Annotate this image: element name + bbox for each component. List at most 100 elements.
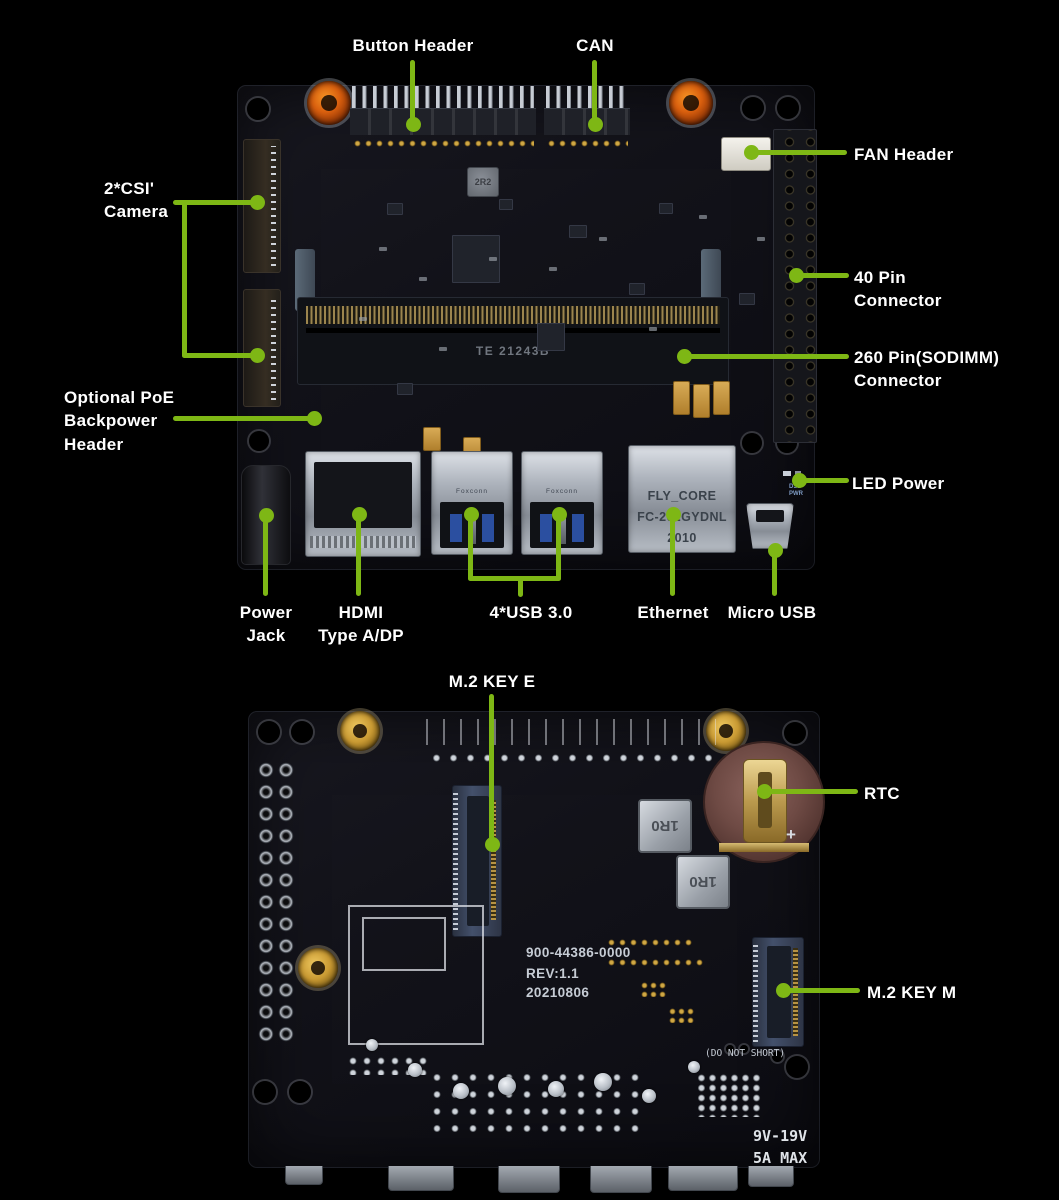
leader-dot-micro-usb: [768, 543, 783, 558]
ic-chip: [659, 203, 673, 214]
power-led: [783, 471, 791, 476]
leader-dot-fan-header: [744, 145, 759, 160]
leader-dot-led-power: [792, 473, 807, 488]
resistor: [439, 347, 447, 351]
ethernet-module-marking-2: FC-202GYDNL: [637, 510, 727, 524]
resistor: [649, 327, 657, 331]
resistor: [699, 215, 707, 219]
warning-marking: (DO NOT SHORT): [705, 1048, 786, 1059]
leader-ethernet: [670, 515, 675, 596]
capacitor: [713, 381, 730, 415]
port-backside: [388, 1166, 454, 1191]
label-led-power: LED Power: [852, 474, 945, 493]
leader-csi-1: [173, 200, 258, 205]
leader-power-jack: [263, 516, 268, 596]
leader-dot-csi-1: [250, 195, 265, 210]
battery-polarity-marking: +: [786, 825, 796, 844]
mount-hole: [777, 97, 799, 119]
power-inductor: 1R0: [638, 799, 692, 853]
solder-blob: [498, 1077, 516, 1095]
label-can: CAN: [576, 36, 614, 55]
silkscreen-outline-box: [348, 905, 484, 1045]
m2-gold-contacts: [491, 800, 496, 920]
hdmi-connector: [305, 451, 421, 557]
solder-blob: [642, 1089, 656, 1103]
leader-dot-hdmi: [352, 507, 367, 522]
rtc-clip-slot: [758, 772, 772, 828]
leader-csi-2: [182, 353, 258, 358]
screw-standoff: [340, 711, 380, 751]
mount-hole: [247, 98, 269, 120]
resistor: [489, 257, 497, 261]
mount-hole: [254, 1081, 276, 1103]
revision-marking: REV:1.1: [526, 966, 580, 981]
leader-dot-can: [588, 117, 603, 132]
solder-blob: [366, 1039, 378, 1051]
csi-pins: [271, 296, 276, 400]
ethernet-module-marking-1: FLY_CORE: [647, 489, 717, 503]
leader-button-header: [410, 60, 415, 120]
label-poe-header: Optional PoE Backpower Header: [64, 388, 175, 454]
port-backside: [668, 1166, 738, 1191]
solder-blob: [594, 1073, 612, 1091]
jumper-hole: [726, 1045, 734, 1053]
leader-usb3-left: [468, 515, 473, 581]
sodimm-latch-right: [701, 249, 721, 311]
leader-usb3-bridge: [468, 576, 561, 581]
inductor-marking: 1R0: [689, 873, 717, 891]
ic-chip: [387, 203, 403, 215]
usb-brand-marking: Foxconn: [546, 488, 578, 495]
screw-standoff: [706, 711, 746, 751]
leader-dot-sodimm: [677, 349, 692, 364]
port-backside: [748, 1166, 794, 1187]
button-header-pins: [352, 86, 534, 110]
mount-hole: [742, 97, 764, 119]
resistor: [379, 247, 387, 251]
mount-hole: [289, 1081, 311, 1103]
sodimm-slot: [306, 328, 720, 333]
m2-screw-hole: [772, 1051, 783, 1062]
usb3-stack-2: Foxconn: [521, 451, 603, 555]
m2-pins: [453, 792, 458, 930]
gold-pad-row: [606, 937, 694, 947]
power-rating-volts: 9V-19V: [753, 1127, 808, 1145]
gold-pad-row: [606, 957, 704, 967]
leader-dot-ethernet: [666, 507, 681, 522]
button-header-base: [350, 108, 536, 135]
screw-standoff: [307, 81, 351, 125]
micro-usb-opening: [756, 510, 784, 522]
mount-hole: [786, 1056, 808, 1078]
leader-40pin: [797, 273, 849, 278]
usb-blue-tongue: [482, 514, 494, 542]
leader-dot-power-jack: [259, 508, 274, 523]
leader-dot-usb3-2: [552, 507, 567, 522]
leader-dot-rtc: [757, 784, 772, 799]
leader-sodimm: [686, 354, 849, 359]
solder-pad-field: [696, 1073, 762, 1117]
label-micro-usb: Micro USB: [727, 603, 817, 622]
power-rating-amps: 5A MAX: [753, 1149, 808, 1167]
leader-usb3-right: [556, 515, 561, 581]
ethernet-module-marking-3: 2010: [667, 531, 697, 545]
leader-m2-key-e: [489, 694, 494, 840]
ic-chip: [397, 383, 413, 395]
leader-dot-csi-2: [250, 348, 265, 363]
usb-brand-marking: Foxconn: [456, 488, 488, 495]
leader-dot-m2-key-e: [485, 837, 500, 852]
resistor: [599, 237, 607, 241]
capacitor: [693, 384, 710, 418]
sodimm-gold-pins: [306, 306, 720, 324]
carrier-board-front: TE 21243B 2R2: [237, 81, 817, 570]
usb-blue-tongue: [450, 514, 462, 542]
resistor: [419, 277, 427, 281]
leader-dot-40pin: [789, 268, 804, 283]
header-solder-pads: [428, 751, 714, 765]
rtc-contact-bar: [719, 843, 809, 852]
solder-pads: [546, 138, 628, 150]
solder-blob: [688, 1061, 700, 1073]
label-m2-key-e: M.2 KEY E: [448, 672, 536, 691]
ethernet-connector: FLY_CORE FC-202GYDNL 2010: [628, 445, 736, 553]
csi-connector-1: [243, 139, 281, 273]
part-number: 900-44386-0000: [526, 945, 631, 960]
solder-blob: [548, 1081, 564, 1097]
